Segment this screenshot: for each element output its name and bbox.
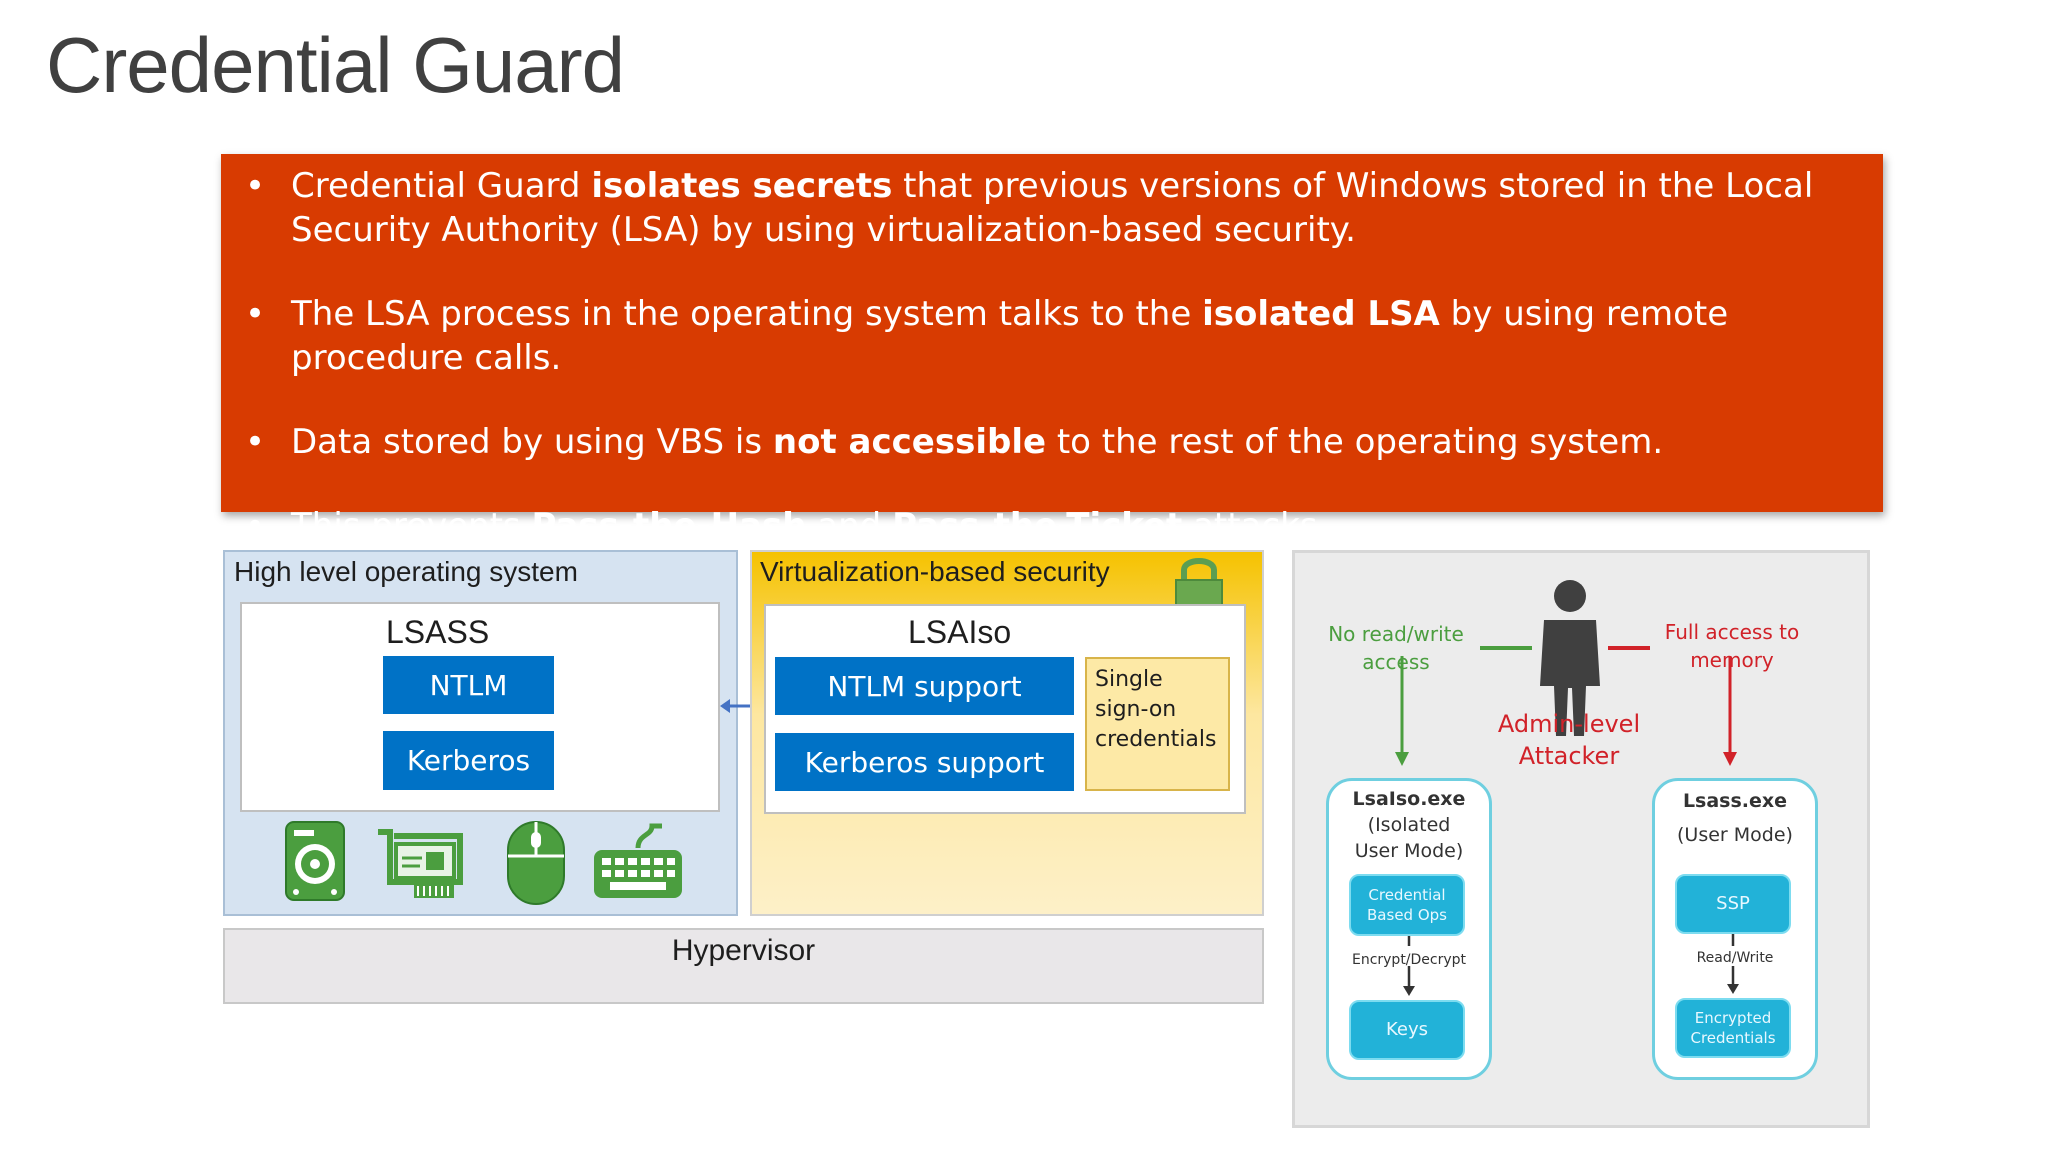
network-card-icon [378, 829, 463, 898]
keys-box: Keys [1349, 1000, 1465, 1060]
bullet-emphasis: isolates secrets [591, 166, 893, 206]
lsaiso-label: LSAIso [908, 614, 1012, 650]
bullet-text: and [806, 506, 893, 546]
bullet-text: by using remote procedure calls. [291, 294, 1729, 378]
credential-ops-box: Credential Based Ops [1349, 874, 1465, 936]
mouse-icon [507, 821, 565, 905]
bullet-text: The LSA process in the operating system … [291, 294, 1203, 334]
keyboard-icon [594, 823, 682, 898]
bullet-text: Credential Guard [291, 166, 592, 206]
bullet-emphasis: not accessible [772, 422, 1047, 462]
bullet-marker: • [245, 166, 266, 206]
vbs-label: Virtualization-based security [760, 556, 1110, 587]
hard-drive-icon [285, 821, 345, 901]
kerberos-box: Kerberos [383, 731, 554, 790]
page-title: Credential Guard [46, 21, 625, 109]
summary-banner: • Credential Guard isolates secrets that … [221, 154, 1883, 546]
bullet-item: • The LSA process in the operating system… [245, 292, 1843, 380]
bullet-emphasis: Pass-the-Hash [531, 506, 807, 546]
kerberos-support-box: Kerberos support [775, 733, 1074, 791]
bullet-item: • Data stored by using VBS is not accessi… [245, 420, 1843, 464]
bullet-text: This prevents [291, 506, 532, 546]
bullet-text: Data stored by using VBS is [291, 422, 773, 462]
hypervisor-label: Hypervisor [671, 934, 816, 967]
read-write-arrow [1727, 934, 1739, 994]
bullet-list: • Credential Guard isolates secrets that … [221, 154, 1883, 548]
bullet-text: to the rest of the operating system. [1046, 422, 1664, 462]
encrypt-decrypt-label: Encrypt/Decrypt [1351, 952, 1467, 968]
lsass-label: LSASS [386, 614, 490, 650]
hypervisor-bar [223, 928, 1264, 1004]
bullet-marker: • [245, 422, 266, 462]
bullet-item: • Credential Guard isolates secrets that … [245, 164, 1843, 252]
lsaiso-exe-sub2: User Mode) [1354, 840, 1464, 862]
no-access-label: No read/write access [1328, 622, 1464, 674]
bullet-emphasis: Pass-the-Ticket [892, 506, 1183, 546]
lsaiso-exe-sub1: (Isolated [1367, 814, 1451, 836]
lsaiso-exe-title: LsaIso.exe [1352, 788, 1466, 810]
full-access-arrow [1723, 656, 1737, 766]
read-write-label: Read/Write [1696, 950, 1774, 966]
lsass-exe-sub1: (User Mode) [1677, 824, 1793, 846]
attacker-figure [1480, 580, 1650, 736]
high-level-os-label: High level operating system [234, 556, 578, 587]
attacker-label: Admin-level Attacker [1497, 710, 1641, 770]
no-access-arrow [1395, 656, 1409, 766]
ntlm-support-box: NTLM support [775, 657, 1074, 715]
sso-credentials-box: Single sign-on credentials [1085, 657, 1230, 791]
bullet-emphasis: isolated LSA [1202, 294, 1440, 334]
bullet-marker: • [245, 506, 266, 546]
bullet-item: • This prevents Pass-the-Hash and Pass-th… [245, 504, 1843, 548]
encrypt-arrow [1403, 936, 1415, 996]
bullet-text: attacks [1182, 506, 1318, 546]
bullet-text: that previous versions of Windows stored… [291, 166, 1814, 250]
lsass-exe-title: Lsass.exe [1682, 790, 1788, 812]
full-access-label: Full access to memory [1664, 620, 1800, 672]
ssp-box: SSP [1675, 874, 1791, 934]
encrypted-credentials-box: Encrypted Credentials [1675, 998, 1791, 1058]
bullet-marker: • [245, 294, 266, 334]
ntlm-box: NTLM [383, 656, 554, 714]
